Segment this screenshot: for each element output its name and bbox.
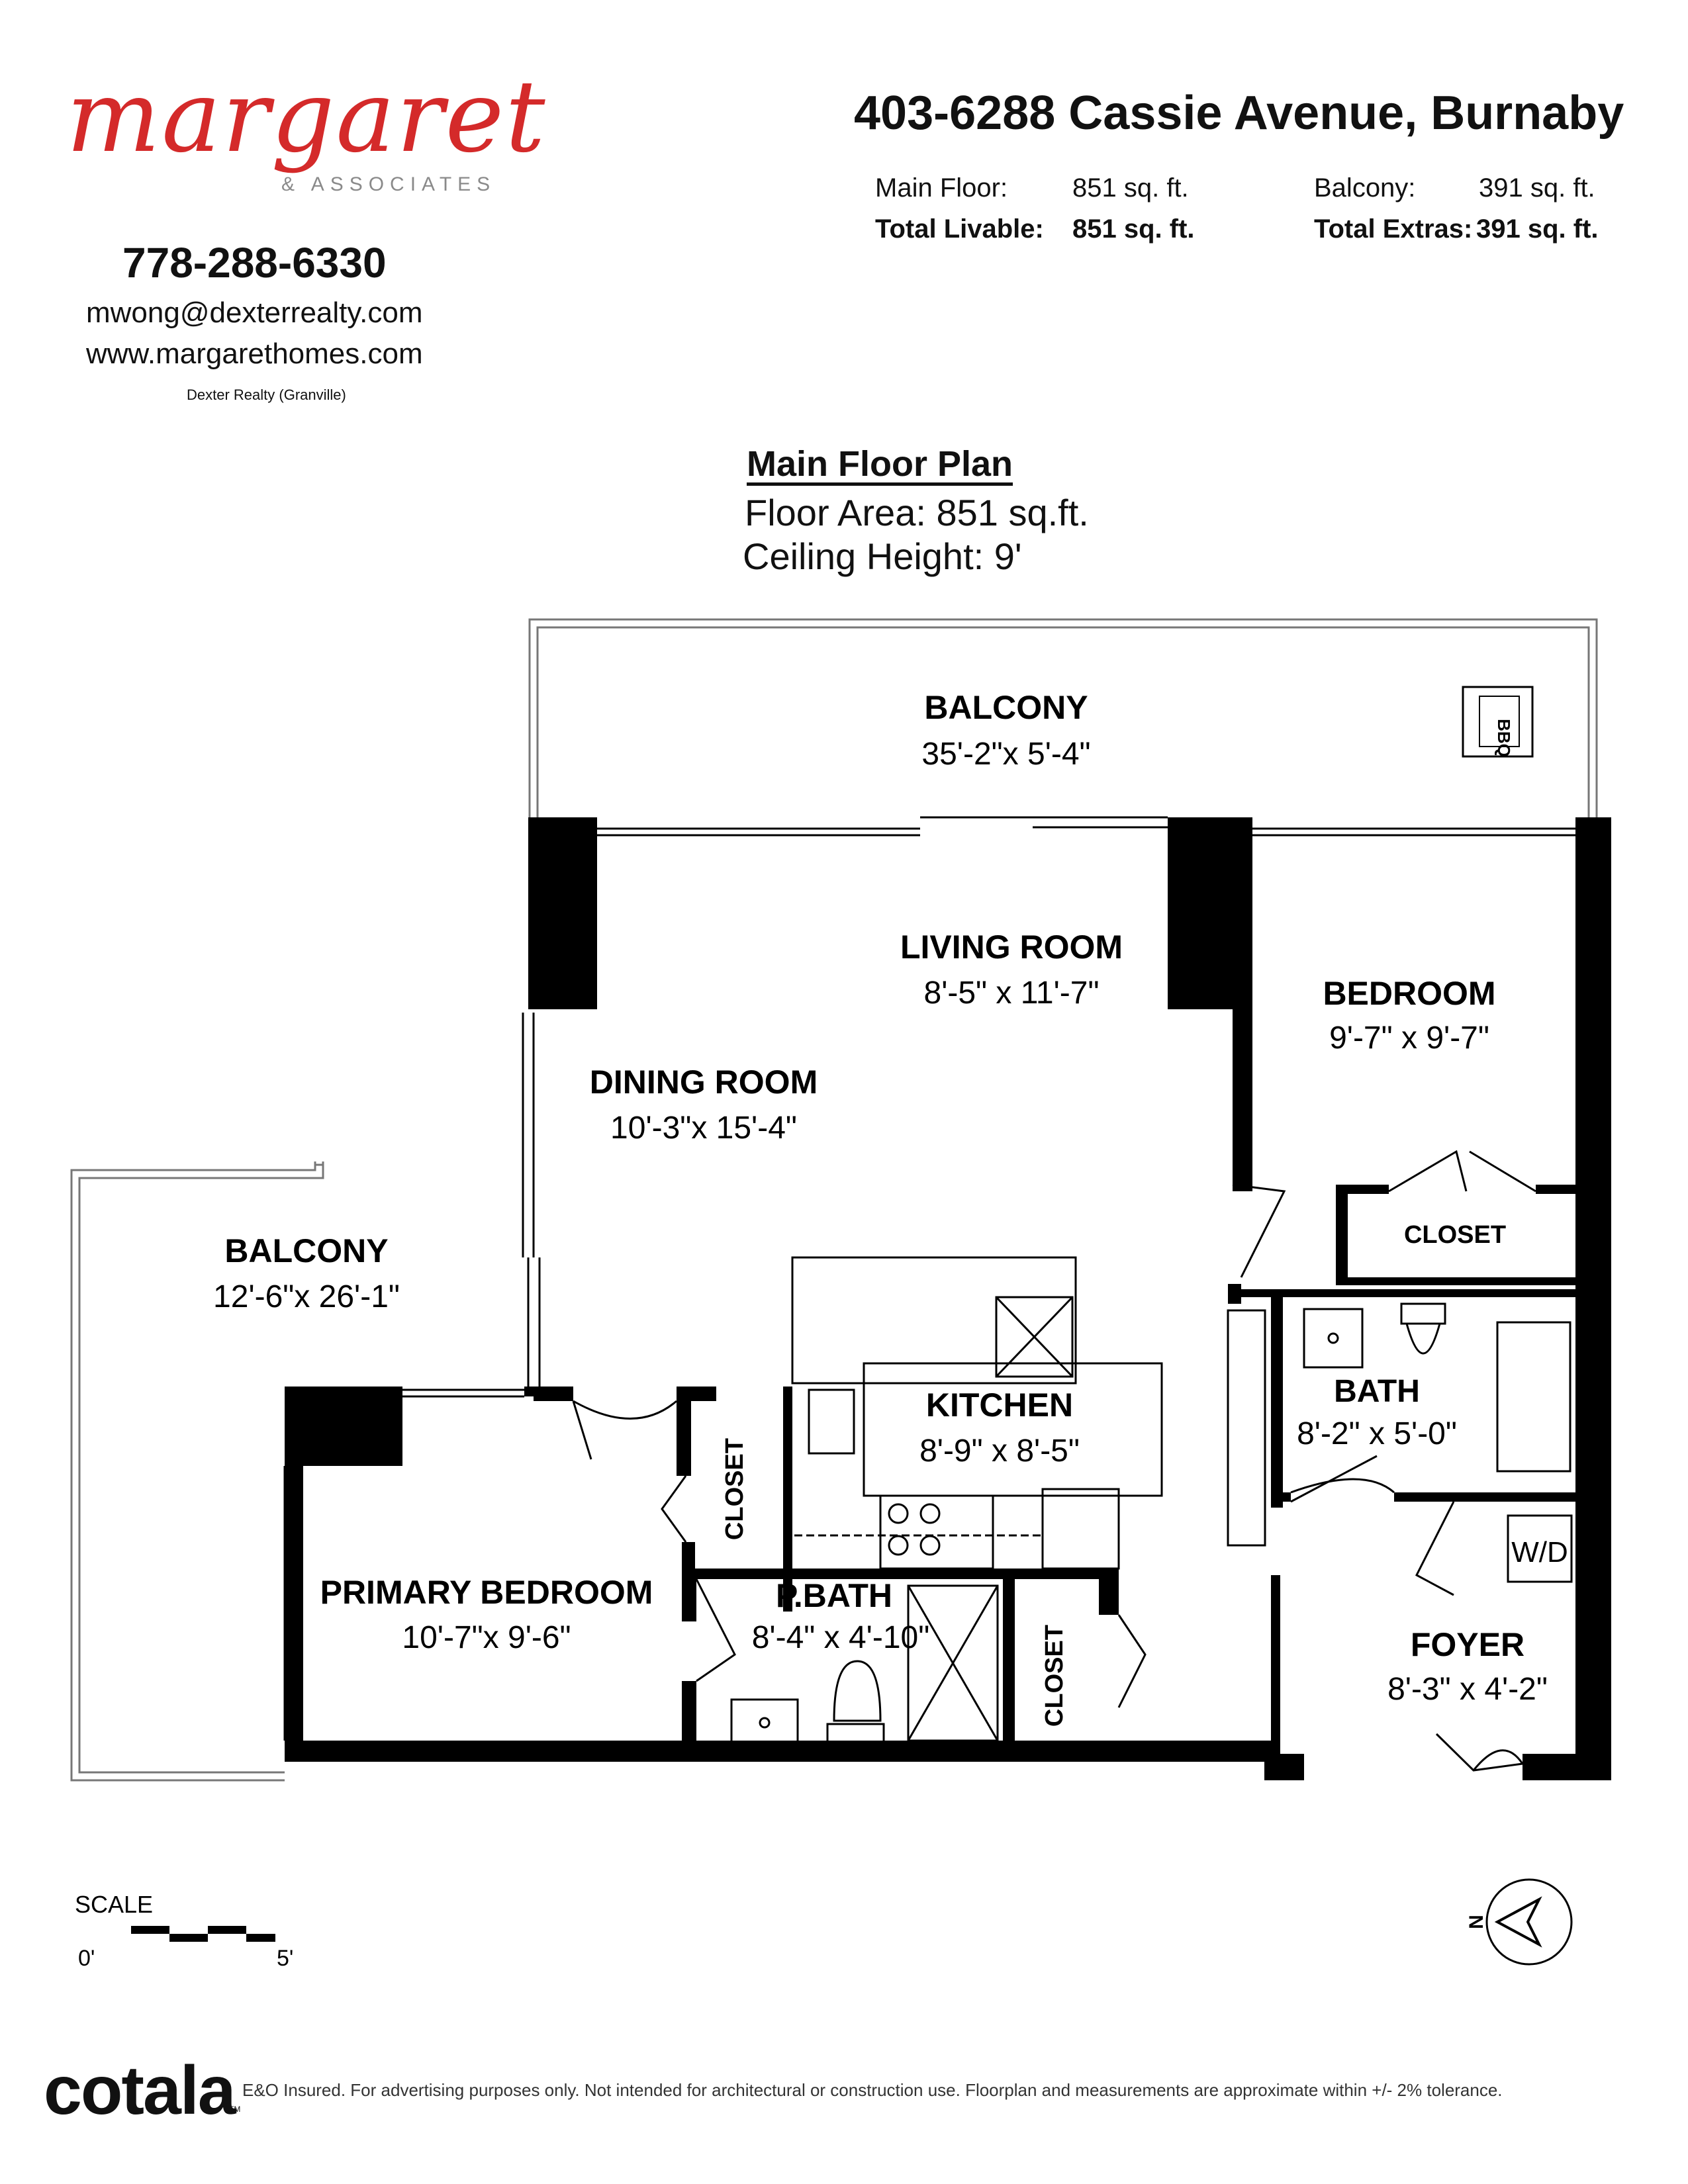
- dining-room-name: DINING ROOM: [590, 1064, 818, 1101]
- ceiling-height: Ceiling Height: 9': [743, 535, 1022, 577]
- bath-dims: 8'-2" x 5'-0": [1297, 1416, 1457, 1451]
- property-address: 403-6288 Cassie Avenue, Burnaby: [854, 87, 1624, 140]
- foyer-dims: 8'-3" x 4'-2": [1387, 1672, 1548, 1707]
- kitchen-fixtures: [791, 1256, 1163, 1570]
- room-labels: BALCONY 35'-2"x 5'-4" LIVING ROOM 8'-5" …: [213, 689, 1568, 1727]
- scale-start: 0': [78, 1946, 95, 1971]
- closet-kitchen-label: CLOSET: [721, 1438, 749, 1540]
- kitchen-dims: 8'-9" x 8'-5": [919, 1433, 1080, 1469]
- pbath-name: P.BATH: [776, 1577, 892, 1614]
- main-floor-label: Main Floor:: [875, 173, 1008, 203]
- north-arrow-icon: N: [1466, 1878, 1573, 1966]
- foyer-name: FOYER: [1411, 1626, 1524, 1663]
- disclaimer-text: E&O Insured. For advertising purposes on…: [242, 2080, 1503, 2100]
- primary-bedroom-dims: 10'-7"x 9'-6": [402, 1620, 571, 1655]
- agent-phone[interactable]: 778-288-6330: [122, 239, 387, 287]
- balcony-label: Balcony:: [1314, 173, 1416, 203]
- balcony-outline: [70, 618, 1598, 1782]
- bath-name: BATH: [1334, 1374, 1420, 1409]
- bath-fixtures: [730, 1302, 1573, 1747]
- balcony-top-dims: 35'-2"x 5'-4": [921, 737, 1090, 772]
- balcony-value: 391 sq. ft.: [1479, 173, 1595, 203]
- closet-bedroom-label: CLOSET: [1404, 1221, 1506, 1249]
- brand-logo-tagline: & ASSOCIATES: [281, 173, 496, 195]
- walls: [285, 817, 1611, 1780]
- main-floor-value: 851 sq. ft.: [1072, 173, 1189, 203]
- bbq-icon: BBQ: [1462, 686, 1534, 758]
- closet-pbath-label: CLOSET: [1041, 1625, 1068, 1727]
- pbath-dims: 8'-4" x 4'-10": [752, 1620, 930, 1655]
- bedroom-dims: 9'-7" x 9'-7": [1329, 1021, 1489, 1056]
- balcony-top-name: BALCONY: [924, 689, 1088, 726]
- cotala-logo: cotala: [44, 2052, 236, 2129]
- total-livable-value: 851 sq. ft.: [1072, 214, 1195, 244]
- bedroom-name: BEDROOM: [1323, 975, 1495, 1012]
- brokerage-name: Dexter Realty (Granville): [187, 387, 346, 403]
- agent-website[interactable]: www.margarethomes.com: [86, 338, 423, 370]
- agent-email[interactable]: mwong@dexterrealty.com: [86, 296, 423, 329]
- total-livable-label: Total Livable:: [875, 214, 1044, 244]
- total-extras-value: 391 sq. ft.: [1476, 214, 1599, 244]
- scale-end: 5': [277, 1946, 293, 1971]
- dining-room-dims: 10'-3"x 15'-4": [610, 1111, 797, 1146]
- doors: [572, 1150, 1536, 1772]
- scale-bar: SCALE 0' 5': [75, 1891, 293, 1971]
- brand-logo-script: margaret: [66, 60, 547, 175]
- floor-area: Floor Area: 851 sq.ft.: [745, 492, 1089, 533]
- compass-north: N: [1466, 1915, 1487, 1929]
- primary-bedroom-name: PRIMARY BEDROOM: [320, 1574, 653, 1611]
- scale-label: SCALE: [75, 1891, 153, 1918]
- balcony-left-dims: 12'-6"x 26'-1": [213, 1279, 400, 1314]
- windows: [283, 816, 1575, 1741]
- cotala-tm: TM: [229, 2105, 241, 2114]
- bbq-label: BBQ: [1494, 719, 1514, 757]
- living-room-name: LIVING ROOM: [900, 929, 1123, 966]
- total-extras-label: Total Extras:: [1314, 214, 1473, 244]
- living-room-dims: 8'-5" x 11'-7": [924, 976, 1100, 1011]
- washer-dryer-label: W/D: [1511, 1536, 1568, 1569]
- kitchen-name: KITCHEN: [926, 1387, 1073, 1424]
- balcony-left-name: BALCONY: [224, 1232, 388, 1269]
- plan-title: Main Floor Plan: [747, 444, 1013, 484]
